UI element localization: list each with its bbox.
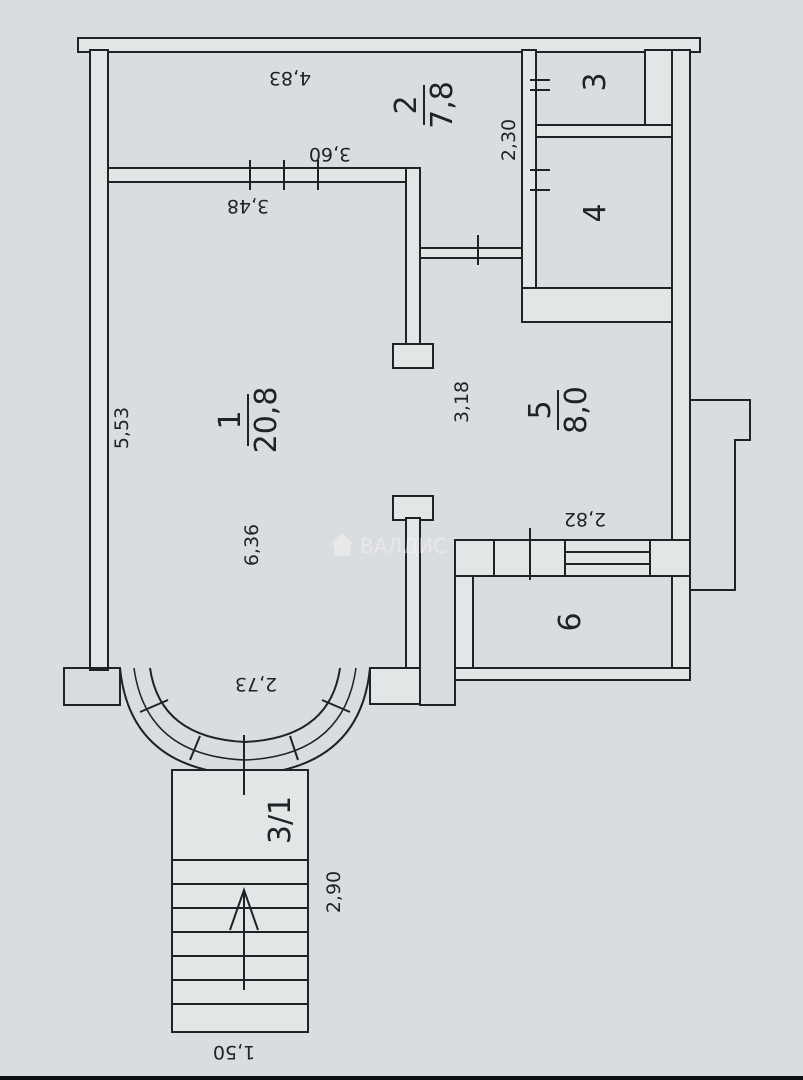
- room-6-label: 6: [553, 612, 588, 631]
- dim-4-83: 4,83: [269, 67, 311, 89]
- dim-2-73: 2,73: [235, 673, 277, 695]
- room-5-label: 5 8,0: [523, 386, 594, 434]
- dim-3-18: 3,18: [451, 381, 473, 423]
- svg-text:20,8: 20,8: [249, 387, 284, 454]
- dim-5-53: 5,53: [111, 407, 133, 449]
- house-icon: [330, 533, 354, 556]
- svg-text:ВАЛДИС: ВАЛДИС: [360, 534, 447, 558]
- dim-2-82: 2,82: [564, 508, 606, 530]
- svg-text:2: 2: [389, 95, 424, 114]
- room-2-label: 2 7,8: [389, 81, 460, 129]
- opening-marks: [249, 79, 550, 580]
- svg-text:1: 1: [213, 410, 248, 429]
- dim-3-60: 3,60: [309, 143, 351, 165]
- room-4-label: 4: [578, 203, 613, 222]
- bottom-edge: [0, 1076, 803, 1080]
- dim-3-48: 3,48: [227, 195, 269, 217]
- room-1-label: 1 20,8: [213, 387, 284, 454]
- dim-6-36: 6,36: [241, 524, 263, 566]
- svg-text:8,0: 8,0: [559, 386, 594, 434]
- dim-2-30: 2,30: [498, 119, 520, 161]
- stair-label: 3/1: [263, 796, 298, 844]
- room-3-label: 3: [578, 72, 613, 91]
- watermark: ВАЛДИС: [330, 533, 447, 558]
- dim-2-90: 2,90: [323, 871, 345, 913]
- svg-text:5: 5: [523, 400, 558, 419]
- walls: [63, 37, 751, 1033]
- dim-1-50: 1,50: [213, 1041, 255, 1063]
- svg-text:7,8: 7,8: [425, 81, 460, 129]
